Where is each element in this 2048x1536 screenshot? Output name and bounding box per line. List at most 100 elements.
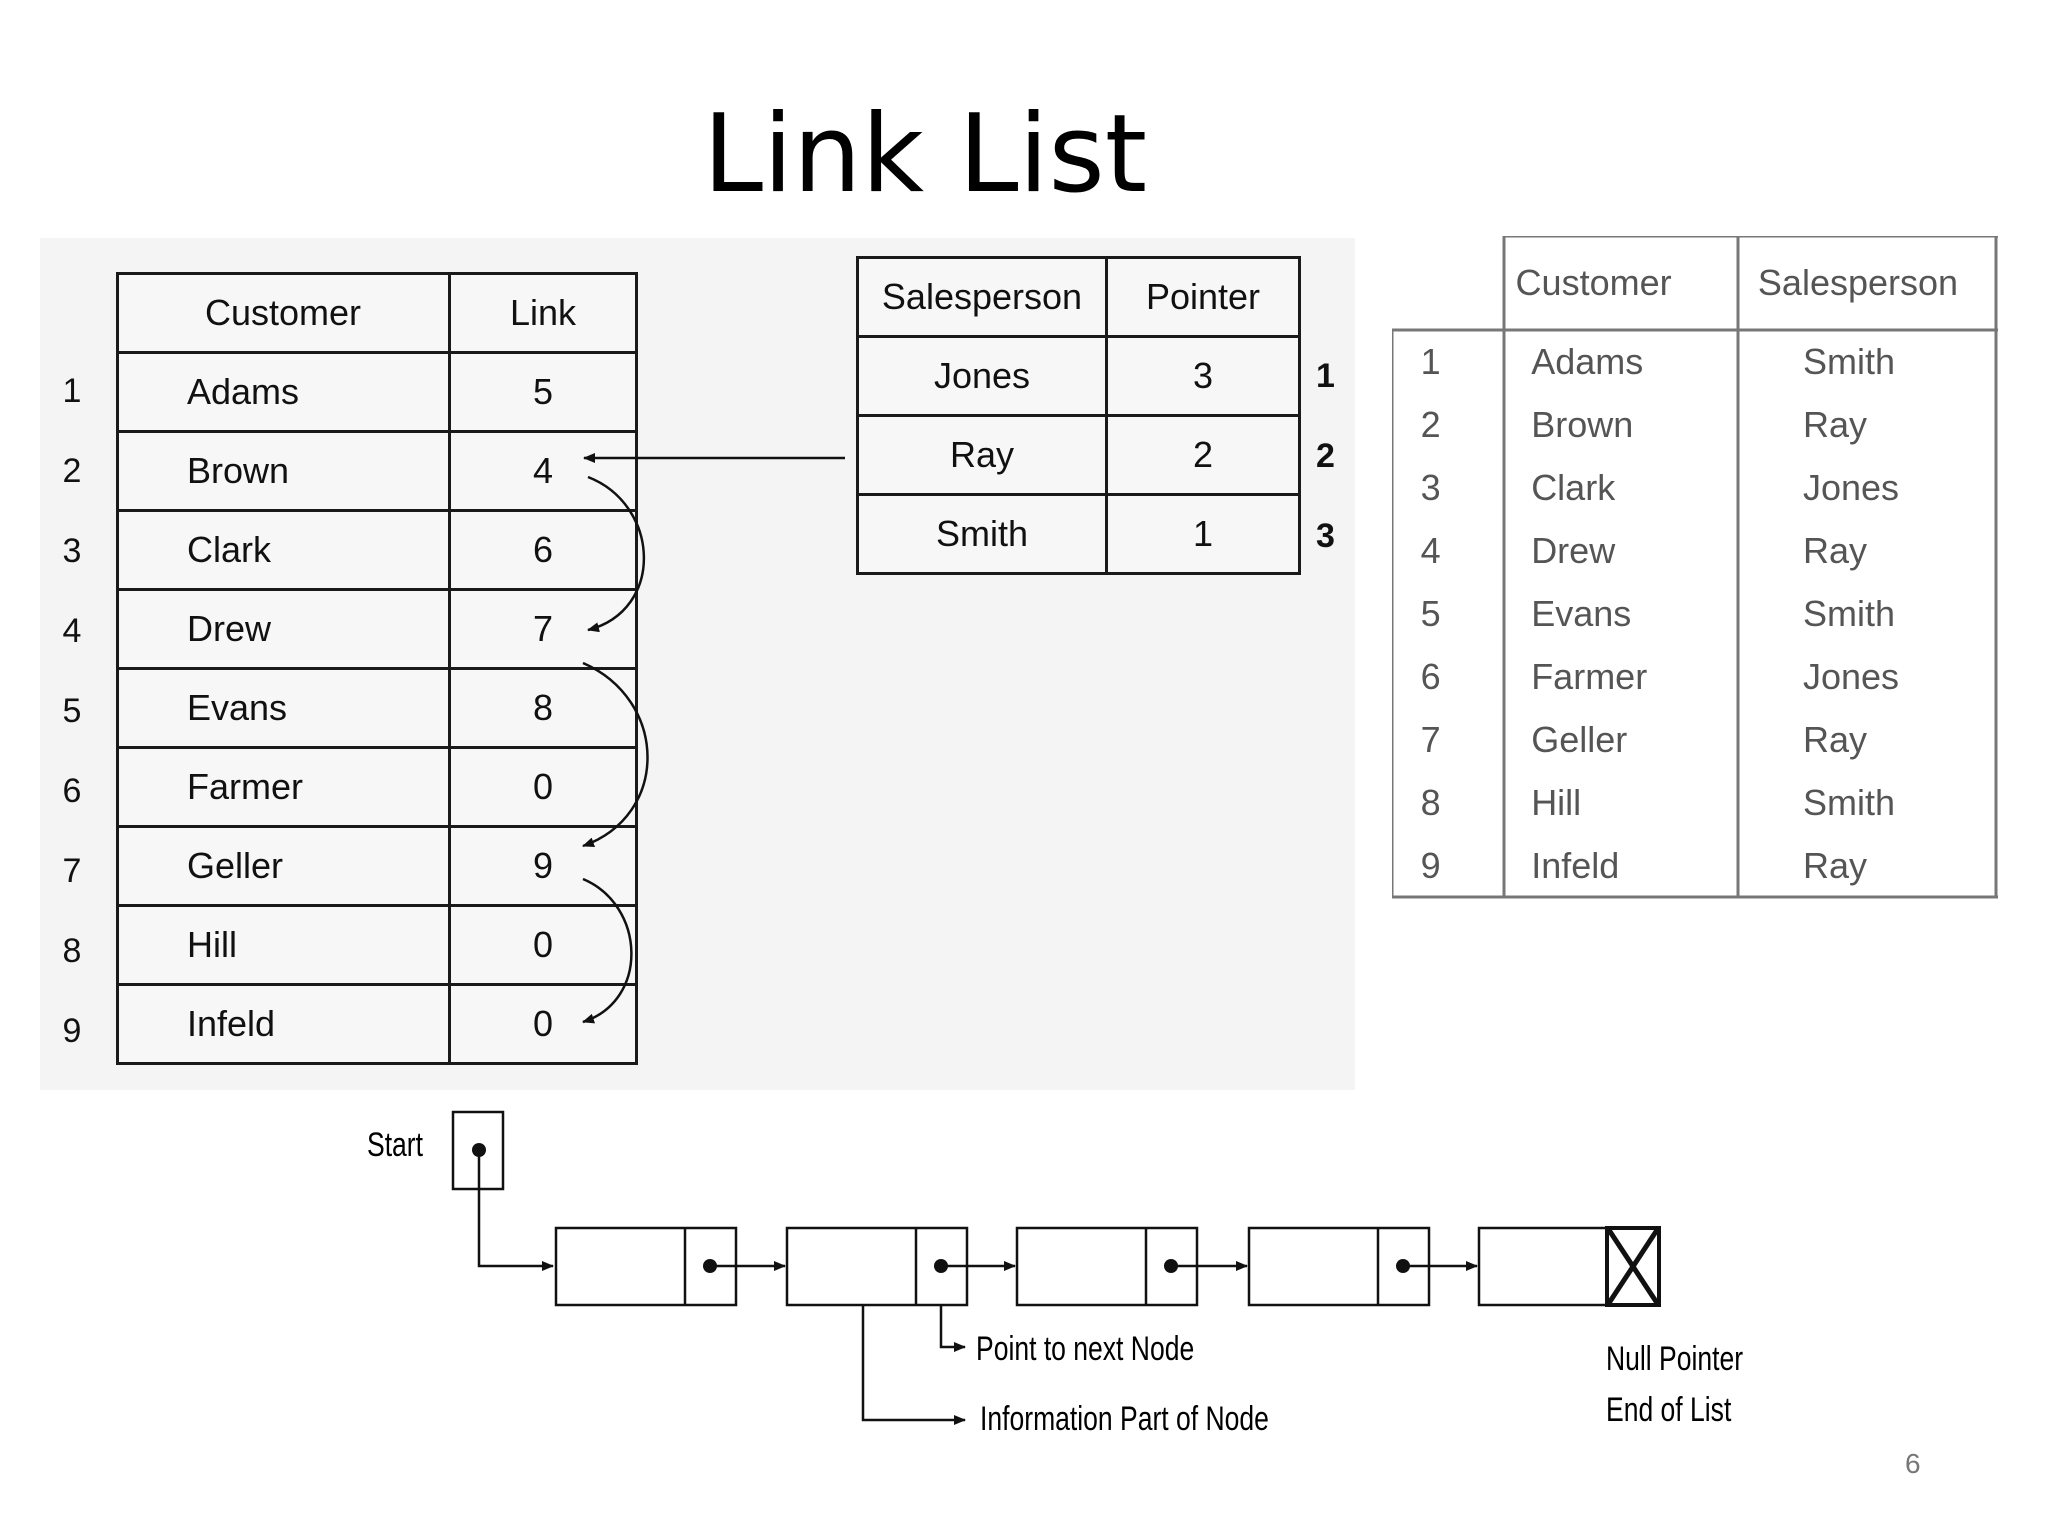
end-of-list-label: End of List bbox=[1606, 1391, 1732, 1429]
salesperson-cell: Jones bbox=[1802, 655, 1900, 697]
salesperson-cell: Smith bbox=[856, 493, 1108, 575]
salesperson-cell: Ray bbox=[856, 414, 1108, 496]
row-number: 9 bbox=[62, 1012, 82, 1050]
link-cell: 8 bbox=[448, 667, 638, 749]
table-header-row: Salesperson Pointer bbox=[856, 256, 1301, 338]
null-pointer-label: Null Pointer bbox=[1606, 1340, 1744, 1378]
link-cell: 4 bbox=[448, 430, 638, 512]
row-number: 9 bbox=[1420, 844, 1441, 886]
column-header-customer: Customer bbox=[1515, 262, 1672, 303]
salesperson-cell: Jones bbox=[856, 335, 1108, 417]
customer-cell: Clark bbox=[1531, 466, 1616, 508]
table-row: 7 Geller Ray bbox=[1392, 708, 1998, 771]
column-header-salesperson: Salesperson bbox=[1757, 262, 1959, 303]
info-part-label: Information Part of Node bbox=[980, 1400, 1269, 1438]
customer-cell: Drew bbox=[1531, 529, 1616, 571]
link-cell: 7 bbox=[448, 588, 638, 670]
customer-cell: Drew bbox=[116, 588, 451, 670]
column-header-pointer: Pointer bbox=[1105, 256, 1301, 338]
row-number: 8 bbox=[1420, 781, 1441, 823]
table-header-row: Customer Link bbox=[116, 272, 638, 354]
customer-cell: Geller bbox=[1531, 718, 1628, 760]
row-number: 7 bbox=[62, 852, 82, 890]
salesperson-cell: Ray bbox=[1802, 844, 1867, 886]
link-cell: 0 bbox=[448, 983, 638, 1065]
salesperson-cell: Ray bbox=[1802, 718, 1867, 760]
customer-cell: Adams bbox=[1531, 340, 1644, 382]
table-row: 2 Brown Ray bbox=[1392, 393, 1998, 456]
info-part-callout bbox=[861, 1305, 966, 1425]
table-row: 8 Hill Smith bbox=[1392, 771, 1998, 834]
customer-cell: Hill bbox=[116, 904, 451, 986]
list-node-last bbox=[1477, 1226, 1661, 1307]
salesperson-row-number: 2 bbox=[1316, 437, 1335, 475]
customer-cell: Clark bbox=[116, 509, 451, 591]
table-row: 9 Infeld Ray bbox=[1392, 834, 1998, 897]
start-label: Start bbox=[367, 1126, 424, 1164]
link-arrow bbox=[587, 475, 646, 633]
salesperson-row-number: 1 bbox=[1316, 357, 1335, 395]
customer-cell: Evans bbox=[116, 667, 451, 749]
row-number: 6 bbox=[1420, 655, 1441, 697]
next-node-label: Point to next Node bbox=[976, 1330, 1195, 1368]
table-header-row: Customer Salesperson bbox=[1392, 236, 1998, 330]
customer-cell: Brown bbox=[1531, 403, 1634, 445]
row-number: 5 bbox=[62, 692, 82, 730]
pointer-cell: 2 bbox=[1105, 414, 1301, 496]
salesperson-cell: Smith bbox=[1802, 340, 1895, 382]
salesperson-cell: Ray bbox=[1802, 403, 1867, 445]
slide-number: 6 bbox=[1905, 1448, 1921, 1479]
pointer-cell: 3 bbox=[1105, 335, 1301, 417]
column-header-customer: Customer bbox=[116, 272, 451, 354]
link-cell: 0 bbox=[448, 904, 638, 986]
row-number: 2 bbox=[62, 452, 82, 490]
row-number: 1 bbox=[62, 372, 82, 410]
table-row: 6 Farmer Jones bbox=[1392, 645, 1998, 708]
row-number: 4 bbox=[62, 612, 82, 650]
link-cell: 6 bbox=[448, 509, 638, 591]
next-node-callout bbox=[939, 1305, 966, 1352]
customer-cell: Hill bbox=[1531, 781, 1582, 823]
link-cell: 0 bbox=[448, 746, 638, 828]
customer-cell: Adams bbox=[116, 351, 451, 433]
salesperson-cell: Smith bbox=[1802, 592, 1895, 634]
row-number: 1 bbox=[1420, 340, 1441, 382]
customer-cell: Farmer bbox=[116, 746, 451, 828]
row-number: 2 bbox=[1420, 403, 1441, 445]
salesperson-cell: Smith bbox=[1802, 781, 1895, 823]
customer-cell: Infeld bbox=[1531, 844, 1620, 886]
salesperson-cell: Jones bbox=[1802, 466, 1900, 508]
row-number: 7 bbox=[1420, 718, 1441, 760]
customer-cell: Infeld bbox=[116, 983, 451, 1065]
row-number: 3 bbox=[1420, 466, 1441, 508]
customer-salesperson-table-borders bbox=[1392, 236, 1998, 899]
row-number: 8 bbox=[62, 932, 82, 970]
table-row: 1 Adams Smith bbox=[1392, 330, 1998, 393]
row-number: 4 bbox=[1420, 529, 1441, 571]
link-arrow bbox=[582, 877, 633, 1024]
salesperson-row-number: 3 bbox=[1316, 517, 1335, 555]
customer-cell: Geller bbox=[116, 825, 451, 907]
row-number: 5 bbox=[1420, 592, 1441, 634]
list-node bbox=[1247, 1226, 1431, 1307]
customer-cell: Farmer bbox=[1531, 655, 1648, 697]
pointer-cell: 1 bbox=[1105, 493, 1301, 575]
customer-cell: Brown bbox=[116, 430, 451, 512]
